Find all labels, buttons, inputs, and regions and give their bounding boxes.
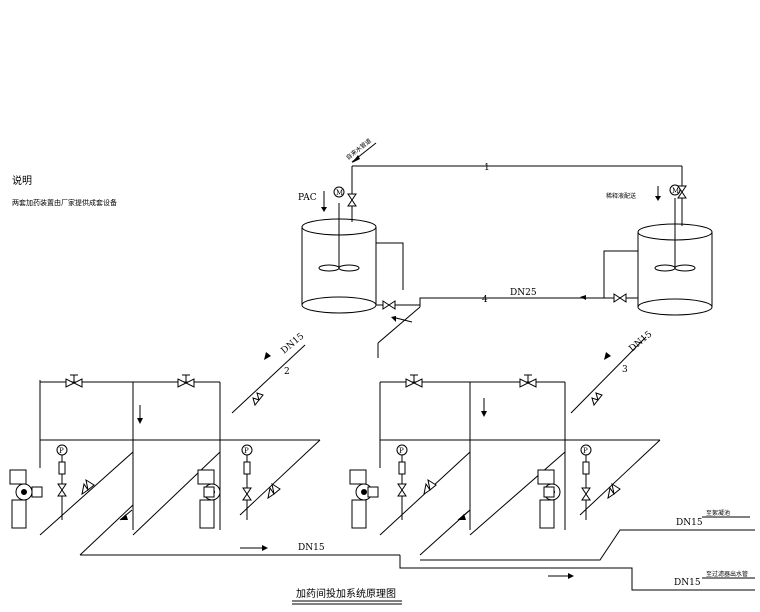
check-valve-icon xyxy=(242,487,252,501)
pressure-gauge-icon: P xyxy=(56,444,68,520)
right-tank-side-pipe xyxy=(603,250,638,299)
notes-line-1: 两套加药装置由厂家提供成套设备 xyxy=(12,198,117,207)
pressure-gauge-icon: P xyxy=(241,444,253,520)
line-number-3: 3 xyxy=(622,365,628,375)
out-lower-dest-label: 至过滤器出水管 xyxy=(706,570,748,578)
pac-tank xyxy=(301,203,377,314)
right-dosing-skid: P P xyxy=(349,374,661,536)
svg-text:P: P xyxy=(583,447,588,455)
gate-valve-icon xyxy=(382,300,396,310)
gate-valve-icon xyxy=(519,374,537,388)
feed-line-3 xyxy=(570,336,647,414)
dosing-pump-icon xyxy=(349,469,379,529)
diagram-title: 加药间投加系统原理图 xyxy=(296,587,396,600)
check-valve-icon xyxy=(591,392,603,407)
dn15-right-diag-label: DN15 xyxy=(628,329,655,354)
dn15-out-upper-label: DN15 xyxy=(676,518,703,528)
dosing-pump-icon xyxy=(537,469,561,529)
gate-valve-icon xyxy=(347,193,357,222)
dn15-out-lower-label: DN15 xyxy=(674,578,701,588)
out-upper-dest-label: 至絮凝池 xyxy=(706,509,730,517)
line-number-4: 4 xyxy=(482,295,488,305)
motor-icon: M xyxy=(333,186,345,198)
outlet-lower xyxy=(399,555,755,591)
right-tank-inlet-label: 稀释液配送 xyxy=(606,192,636,200)
transfer-pipe-dn25 xyxy=(419,297,604,307)
gate-valve-icon xyxy=(177,374,195,388)
svg-text:P: P xyxy=(59,447,64,455)
motor-icon: M xyxy=(669,184,681,196)
line-number-1: 1 xyxy=(484,163,490,173)
agitator-icon xyxy=(318,264,360,272)
svg-text:M: M xyxy=(336,189,343,197)
feed-line-2 xyxy=(231,344,306,414)
pac-label: PAC xyxy=(298,193,317,203)
dn15-left-diag-label: DN15 xyxy=(280,331,307,356)
svg-text:P: P xyxy=(244,447,249,455)
dn15-bottom-main-label: DN15 xyxy=(298,543,325,553)
pressure-gauge-icon: P xyxy=(580,444,592,520)
overflow-pipe-left xyxy=(376,242,404,290)
svg-text:P: P xyxy=(399,447,404,455)
gate-valve-icon xyxy=(677,185,687,226)
check-valve-icon xyxy=(423,478,437,496)
line-number-2: 2 xyxy=(284,367,290,377)
check-valve-icon xyxy=(57,483,67,497)
inlet-pipe-top xyxy=(351,142,683,211)
dilution-tank xyxy=(637,198,713,316)
dn25-label: DN25 xyxy=(510,288,537,298)
check-valve-icon xyxy=(267,482,281,500)
left-dosing-skid: P P xyxy=(9,374,321,536)
agitator-icon xyxy=(654,264,696,272)
gate-valve-icon xyxy=(65,374,83,388)
check-valve-icon xyxy=(613,293,627,303)
gate-valve-icon xyxy=(405,374,423,388)
dosing-pump-icon xyxy=(197,469,221,529)
dn15-main-header xyxy=(79,504,400,556)
pressure-gauge-icon: P xyxy=(396,444,408,520)
check-valve-icon xyxy=(252,392,264,407)
outlet-upper xyxy=(419,509,755,561)
dosing-pump-icon xyxy=(9,469,43,529)
svg-text:M: M xyxy=(672,187,679,195)
check-valve-icon xyxy=(81,478,95,496)
check-valve-icon xyxy=(581,487,591,501)
check-valve-icon xyxy=(607,482,621,500)
check-valve-icon xyxy=(397,483,407,497)
notes-heading: 说明 xyxy=(12,174,32,187)
